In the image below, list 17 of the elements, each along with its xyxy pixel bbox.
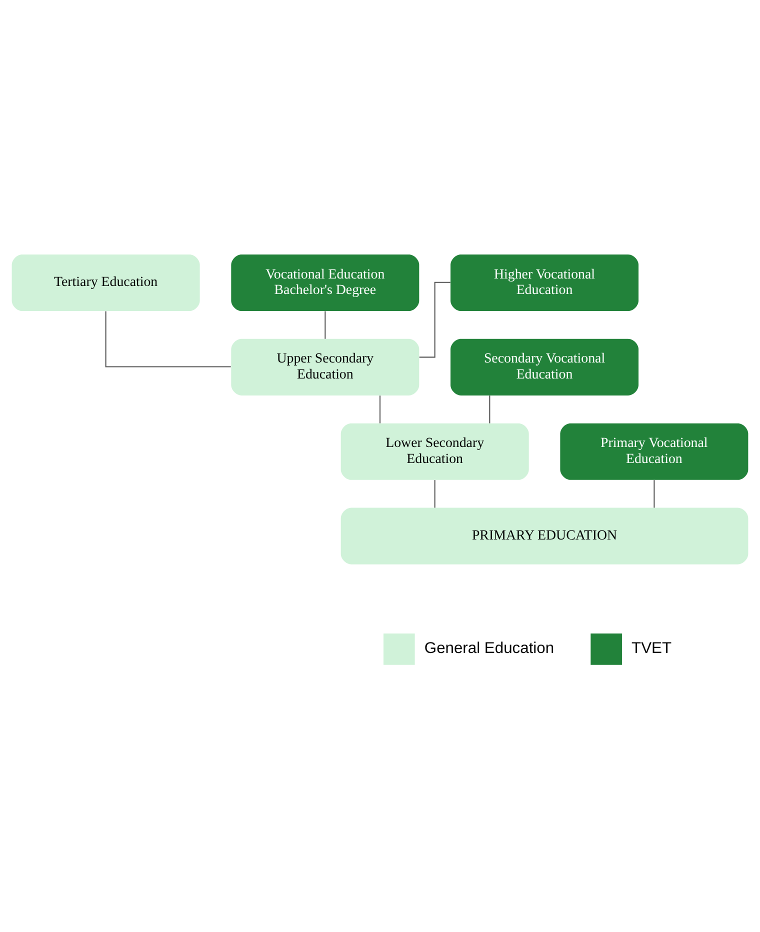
node-box: Upper Secondary Education xyxy=(231,338,420,396)
legend-label: TVET xyxy=(632,640,672,658)
node-box: Vocational Education Bachelor's Degree xyxy=(231,254,420,312)
connector xyxy=(419,282,450,358)
connector xyxy=(654,480,655,508)
node-box: Secondary Vocational Education xyxy=(450,338,639,396)
connector xyxy=(379,396,381,424)
legend-label: General Education xyxy=(424,640,554,658)
node-box: Higher Vocational Education xyxy=(450,254,639,312)
connector xyxy=(105,311,231,368)
node-box: PRIMARY EDUCATION xyxy=(340,508,748,564)
connector xyxy=(489,396,490,424)
connector xyxy=(434,480,436,508)
connector xyxy=(324,311,326,339)
node-box: Primary Vocational Education xyxy=(560,423,748,480)
node-box: Lower Secondary Education xyxy=(340,423,529,480)
node-box: Tertiary Education xyxy=(12,254,200,312)
